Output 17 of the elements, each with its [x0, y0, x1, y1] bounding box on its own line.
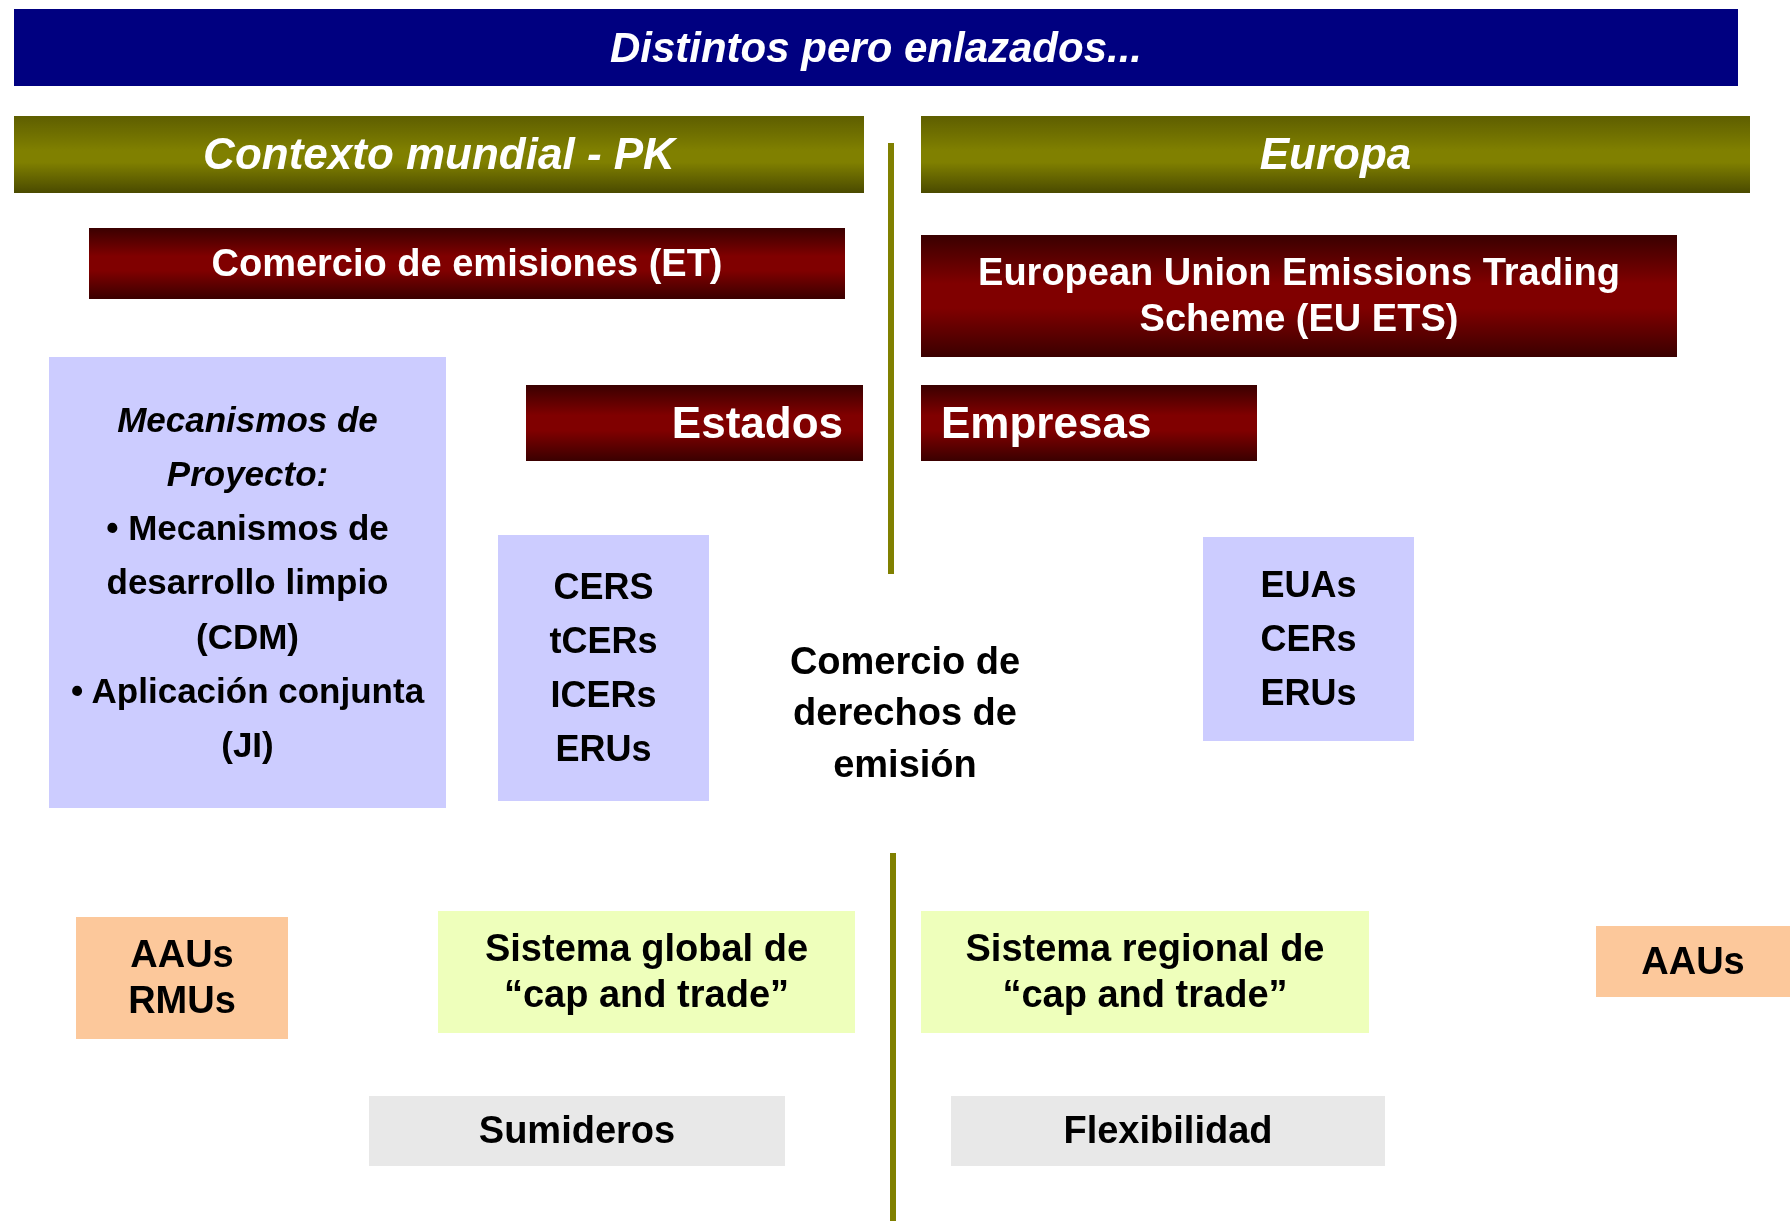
feature-box: Flexibilidad	[951, 1096, 1385, 1166]
feature-box: Sumideros	[369, 1096, 785, 1166]
title-banner: Distintos pero enlazados...	[14, 9, 1738, 86]
system-box: Sistema global de “cap and trade”	[438, 911, 855, 1033]
unit-box: CERS tCERs ICERs ERUs	[498, 535, 709, 801]
category-bar: European Union Emissions Trading Scheme (EU ETS)	[921, 235, 1677, 357]
system-box: Sistema regional de “cap and trade”	[921, 911, 1369, 1033]
category-bar: Empresas	[921, 385, 1257, 461]
category-bar: Estados	[526, 385, 863, 461]
center-label: Comercio de derechos de emisión	[788, 639, 1022, 787]
mechanism-box: Mecanismos de Proyecto: • Mecanismos de desarrollo limpio (CDM) • Aplicación conjunta (JI)	[49, 357, 446, 808]
header-band: Contexto mundial - PK	[14, 116, 864, 193]
unit-box: AAUs	[1596, 926, 1790, 997]
header-band: Europa	[921, 116, 1750, 193]
unit-box: EUAs CERs ERUs	[1203, 537, 1414, 741]
unit-box: AAUs RMUs	[76, 917, 288, 1039]
category-bar: Comercio de emisiones (ET)	[89, 228, 845, 299]
